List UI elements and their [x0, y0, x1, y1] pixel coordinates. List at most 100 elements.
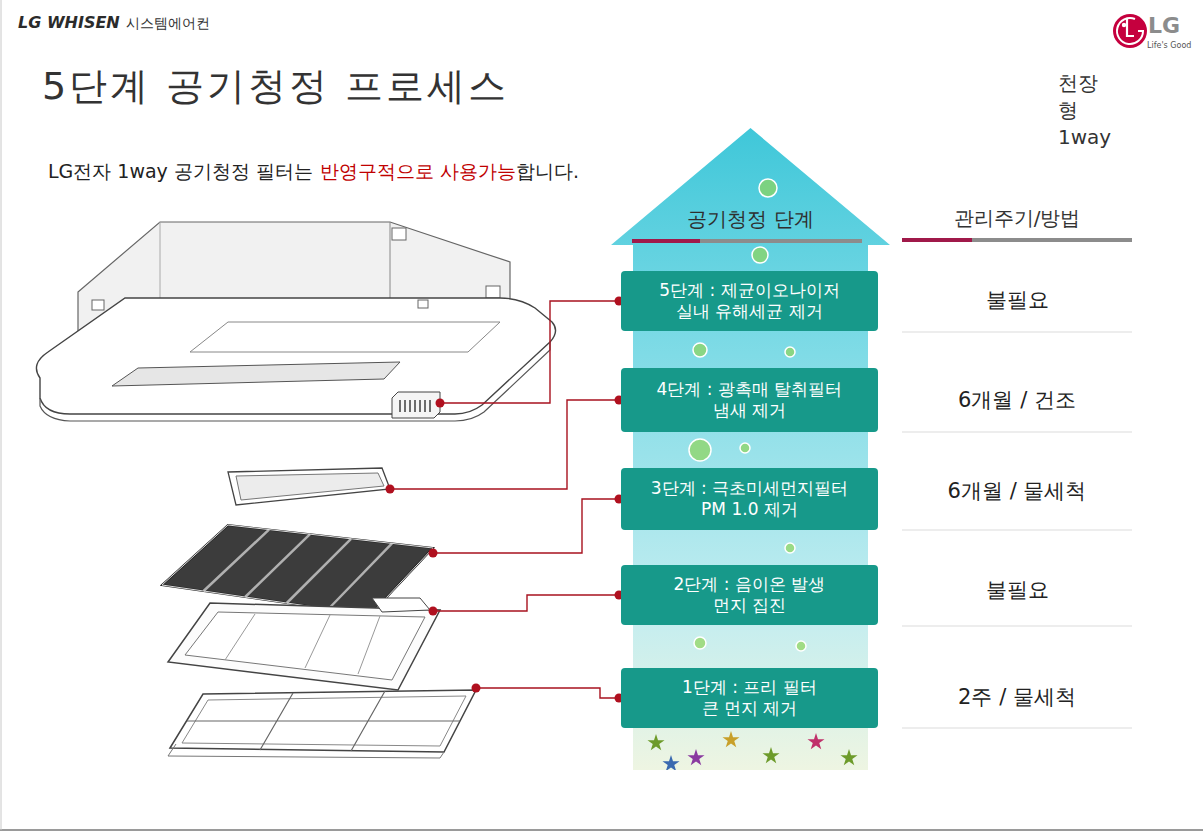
label-holder: 불필요 [902, 578, 1132, 603]
arrow-heading: 공기청정 단계 [611, 207, 890, 231]
ionizer-grille [400, 400, 430, 412]
process-arrow: 5단계 : 제균이오나이저실내 유해세균 제거 4단계 : 광촉매 탈취필터냄새 … [611, 128, 890, 770]
label-holder: Life's Good [1147, 41, 1191, 51]
air-bubble [785, 347, 795, 357]
stage-box: 5단계 : 제균이오나이저실내 유해세균 제거 [621, 271, 878, 331]
discharge-slot [112, 362, 400, 386]
filter-edge [162, 525, 433, 615]
filter-mesh [162, 525, 433, 615]
germ-icon [662, 755, 679, 770]
logo-mark [1127, 18, 1134, 36]
frame-inner [185, 612, 425, 680]
subtitle-text: 합니다. [516, 160, 579, 183]
air-bubble [796, 641, 806, 651]
row-rule [902, 529, 1132, 530]
slide-title: 5단계 공기청정 프로세스 [42, 64, 509, 110]
front-panel [36, 298, 555, 414]
row-rule [902, 431, 1132, 432]
table-cell: 2주 / 물세척 [902, 685, 1132, 710]
air-bubble [689, 439, 711, 461]
stage-title: 3단계 : 극초미세먼지필터 [651, 478, 848, 499]
filter-media [236, 473, 384, 500]
leader-lines [394, 301, 619, 698]
prefilter-grid [187, 691, 460, 751]
leader-dot [472, 684, 481, 693]
logo-mark [1117, 18, 1143, 44]
leader-dots [386, 297, 624, 703]
logo-circle [1113, 14, 1147, 48]
frame-outer [168, 603, 440, 690]
prefilter-frame [170, 690, 476, 752]
label-holder: 관리주기/방법 [902, 206, 1132, 230]
leader-dot [429, 549, 438, 558]
stage-description: 큰 먼지 제거 [702, 698, 798, 719]
logo-slogan: Life's Good [1147, 41, 1191, 51]
label-holder: 천장형 1way [1058, 70, 1111, 151]
frame-rib [225, 614, 380, 674]
air-bubble [752, 247, 768, 263]
column-header: 관리주기/방법 [902, 206, 1132, 230]
label-holder: 6개월 / 건조 [902, 388, 1132, 413]
germ-icon [762, 747, 779, 763]
table-cell: 6개월 / 물세척 [902, 479, 1132, 504]
germ-icon [840, 749, 857, 765]
stage-title: 5단계 : 제균이오나이저 [659, 280, 839, 301]
header-brand: LG WHISEN시스템에어컨 [18, 13, 210, 32]
model-type: 천장형 1way [1058, 70, 1111, 151]
ceiling-unit [36, 222, 555, 421]
intake-opening [190, 322, 500, 352]
stage-box: 1단계 : 프리 필터큰 먼지 제거 [621, 668, 878, 728]
row-rule [902, 727, 1132, 728]
slide-border [1, 0, 2, 830]
subtitle-highlight: 반영구적으로 사용가능 [320, 160, 516, 183]
unit-bracket [486, 286, 500, 298]
ion-frame [168, 598, 440, 690]
leader-line [480, 688, 619, 698]
title-holder: 5단계 공기청정 프로세스 [42, 64, 509, 110]
table-cell: 불필요 [902, 288, 1132, 313]
header-bar [972, 238, 1132, 242]
logo-text: LG [1148, 13, 1180, 39]
stage-title: 4단계 : 광촉매 탈취필터 [657, 379, 843, 400]
row-rule [902, 625, 1132, 626]
label-holder: 6개월 / 물세척 [902, 479, 1132, 504]
deodorizing-filter [228, 468, 390, 505]
row-rule [902, 331, 1132, 332]
leader-dot [429, 607, 438, 616]
table-cell: 불필요 [902, 578, 1132, 603]
label-holder: 2주 / 물세척 [902, 685, 1132, 710]
stage-title: 1단계 : 프리 필터 [682, 677, 817, 698]
lg-logo [1113, 14, 1147, 48]
logo-eye [1122, 23, 1126, 27]
leader-line [444, 301, 619, 403]
ionizer-module [392, 392, 440, 418]
stage-box: 3단계 : 극초미세먼지필터PM 1.0 제거 [621, 468, 878, 530]
header-bar [902, 238, 972, 242]
germ-icon [647, 734, 664, 750]
arrow-fill [611, 128, 890, 770]
air-bubble [694, 637, 706, 649]
stage-description: 냄새 제거 [713, 400, 786, 421]
pm-filter [162, 525, 433, 615]
label-holder: 불필요 [902, 288, 1132, 313]
header-bar [700, 239, 862, 243]
germ-icon [687, 749, 704, 765]
stage-box: 4단계 : 광촉매 탈취필터냄새 제거 [621, 368, 878, 432]
unit-bracket [92, 300, 104, 310]
air-bubble [693, 343, 707, 357]
stage-description: 먼지 집진 [713, 595, 786, 616]
table-rules [902, 332, 1132, 728]
leader-dot [386, 485, 395, 494]
leader-line [394, 400, 619, 489]
stage-title: 2단계 : 음이온 발생 [674, 574, 826, 595]
leader-dot [436, 399, 445, 408]
stage-box: 2단계 : 음이온 발생먼지 집진 [621, 565, 878, 625]
air-bubble [759, 179, 777, 197]
stage-description: PM 1.0 제거 [701, 499, 798, 520]
germ-icon [807, 733, 824, 749]
unit-edge [390, 222, 391, 300]
air-bubble [785, 543, 795, 553]
label-holder: LG [1148, 13, 1180, 39]
